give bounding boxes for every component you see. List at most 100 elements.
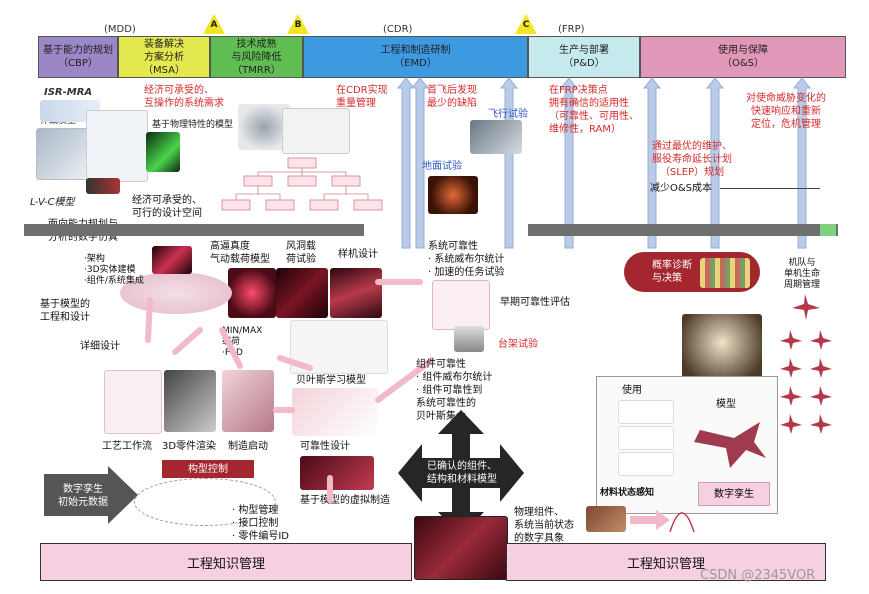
phase-emd: 工程和制造研制 （EMD） bbox=[303, 36, 528, 78]
threat-note: 对使命威胁变化的 快速响应和重新 定位，危机管理 bbox=[746, 92, 826, 131]
phase-tmrr-line1: 技术成熟 bbox=[236, 38, 277, 50]
part-render-label: 3D零件渲染 bbox=[162, 441, 217, 452]
frp-note: 在FRP决策点 拥有确信的适用性 （可靠性、可用性、 维修性，RAM） bbox=[549, 84, 639, 136]
sustain-note: 通过最优的维护、 服役寿命延长计划 （SLEP）规划 bbox=[652, 140, 732, 179]
mbe-2: 工程和设计 bbox=[40, 312, 90, 323]
msa-need-note: 经济可承受的、 互操作的系统需求 bbox=[144, 84, 224, 110]
cfg-2: · 接口控制 bbox=[232, 518, 279, 529]
sustain-note-1: 通过最优的维护、 bbox=[652, 141, 732, 152]
hifi-aero-label: 高逼真度 气动载荷模型 bbox=[210, 240, 270, 266]
frp-note-1: 在FRP决策点 bbox=[549, 85, 608, 96]
ground-test-label: 地面试验 bbox=[422, 161, 462, 172]
single-1: 机队与 bbox=[788, 258, 816, 268]
part-render-image bbox=[164, 370, 216, 432]
virtual-mfg-image bbox=[300, 456, 374, 490]
cbs-table-image bbox=[282, 108, 350, 154]
flight-test-label: 飞行试验 bbox=[488, 109, 528, 120]
single-3: 周期管理 bbox=[784, 280, 821, 290]
early-eval-label: 早期可靠性评估 bbox=[500, 297, 570, 308]
four-way-arrow-icon bbox=[398, 410, 524, 536]
config-circles-image bbox=[134, 478, 276, 526]
aircraft-icon bbox=[780, 414, 802, 434]
flow-arrow bbox=[172, 327, 203, 355]
comp-rel-5: 贝叶斯集合 bbox=[416, 411, 466, 422]
component-reliability: 组件可靠性 · 组件威布尔统计 · 组件可靠性到 系统可靠性的 贝叶斯集合 bbox=[416, 358, 492, 423]
phase-tmrr-line3: （TMRR） bbox=[232, 64, 281, 76]
msa-need-2: 互操作的系统需求 bbox=[144, 98, 224, 109]
aircraft-icon bbox=[810, 358, 832, 378]
material-image bbox=[586, 506, 626, 532]
sustain-note-4: 减少O&S成本 bbox=[650, 183, 713, 194]
prob-1: 概率诊断 bbox=[652, 260, 692, 271]
phase-emd-line2: （EMD） bbox=[394, 58, 437, 69]
aircraft-model-icon bbox=[694, 422, 766, 468]
aircraft-icon bbox=[792, 294, 820, 320]
arrow-cdr-1 bbox=[396, 77, 416, 249]
ekm-right-label: 工程知识管理 bbox=[626, 556, 705, 572]
sustain-note-3: （SLEP）规划 bbox=[659, 167, 725, 178]
flight-test-image bbox=[470, 120, 522, 154]
flow-arrow bbox=[145, 297, 153, 343]
phase-os: 使用与保障 （O&S） bbox=[640, 36, 846, 78]
fleet-aircraft-icons bbox=[780, 294, 832, 434]
arch-1: ·架构 bbox=[84, 254, 105, 264]
arch-2: ·3D实体建模 bbox=[84, 265, 136, 275]
physical-state-label: 物理组件、 系统当前状态 的数字具象 bbox=[514, 506, 574, 545]
phase-pd-line1: 生产与部署 bbox=[559, 45, 609, 56]
dt-init-label: 数字孪生 初始元数据 bbox=[52, 483, 114, 509]
phase-os-line1: 使用与保障 bbox=[718, 45, 768, 56]
phase-msa-line1: 装备解决 bbox=[144, 38, 184, 50]
bayes-label: 贝叶斯学习模型 bbox=[296, 375, 366, 386]
threat-note-2: 快速响应和重新 bbox=[751, 106, 821, 117]
phase-cbp-line2: （CBP） bbox=[58, 58, 98, 69]
phase-cbp: 基于能力的规划 （CBP） bbox=[38, 36, 118, 78]
arch-list: ·架构 ·3D实体建模 ·组件/系统集成 bbox=[84, 254, 144, 287]
threat-note-3: 定位，危机管理 bbox=[751, 119, 821, 130]
detail-design-label: 详细设计 bbox=[80, 341, 120, 352]
phase-msa-line3: （MSA） bbox=[142, 64, 185, 76]
ekm-bar-right: 工程知识管理 bbox=[506, 543, 826, 581]
single-2: 单机生命 bbox=[784, 269, 821, 279]
process-flow-label: 工艺工作流 bbox=[102, 441, 152, 452]
milestone-a-icon bbox=[203, 14, 225, 34]
milestone-cdr: (CDR) bbox=[383, 24, 413, 35]
affordable-space-1: 经济可承受的、 bbox=[132, 195, 202, 206]
threat-note-1: 对使命威胁变化的 bbox=[746, 93, 826, 104]
confirmed-2: 结构和材料模型 bbox=[427, 474, 497, 485]
architecture-image bbox=[152, 246, 192, 274]
phase-tmrr-line2: 与风险降低 bbox=[231, 51, 282, 63]
confirmed-models-label: 已确认的组件、 结构和材料模型 bbox=[414, 460, 510, 486]
hifi-aero-2: 气动载荷模型 bbox=[210, 254, 270, 265]
aircraft-icon bbox=[780, 330, 802, 350]
arch-3: ·组件/系统集成 bbox=[84, 276, 144, 286]
dt-init-2: 初始元数据 bbox=[58, 497, 108, 508]
ground-test-image bbox=[428, 176, 478, 214]
sustain-underline bbox=[720, 188, 820, 189]
confirmed-1: 已确认的组件、 bbox=[427, 461, 497, 472]
arrow-cdr-2 bbox=[410, 77, 430, 249]
comp-rel-2: · 组件威布尔统计 bbox=[416, 372, 493, 383]
wind-tunnel-image bbox=[276, 268, 328, 318]
timeline-band-left bbox=[24, 224, 364, 236]
arrow-os-2 bbox=[705, 77, 725, 249]
affordable-space-label: 经济可承受的、 可行的设计空间 bbox=[132, 194, 202, 220]
phase-tmrr: 技术成熟 与风险降低 （TMRR） bbox=[210, 36, 303, 78]
material-sense-label: 材料状态感知 bbox=[600, 488, 655, 498]
arrow-os-3 bbox=[792, 77, 812, 249]
sys-rel-3: · 加速的任务试验 bbox=[428, 267, 505, 278]
org-chart-image bbox=[221, 157, 383, 211]
monitor-room-image bbox=[682, 314, 762, 386]
cfg-1: · 构型管理 bbox=[232, 505, 279, 516]
fighter-jet-image bbox=[238, 104, 290, 150]
flow-arrow bbox=[219, 327, 243, 369]
mbe-1: 基于模型的 bbox=[40, 299, 90, 310]
phase-pd: 生产与部署 （P&D） bbox=[528, 36, 640, 78]
digital-twin-box: 数字孪生 bbox=[698, 482, 770, 506]
first-flight-2: 最少的缺陷 bbox=[427, 98, 477, 109]
prototype-image bbox=[330, 268, 382, 318]
milestone-b-label: B bbox=[294, 20, 302, 30]
usage-chart-1 bbox=[618, 400, 674, 424]
digital-twin-label: 数字孪生 bbox=[714, 488, 754, 500]
config-control-box: 构型控制 bbox=[162, 460, 254, 478]
phase-emd-line1: 工程和制造研制 bbox=[380, 45, 451, 56]
